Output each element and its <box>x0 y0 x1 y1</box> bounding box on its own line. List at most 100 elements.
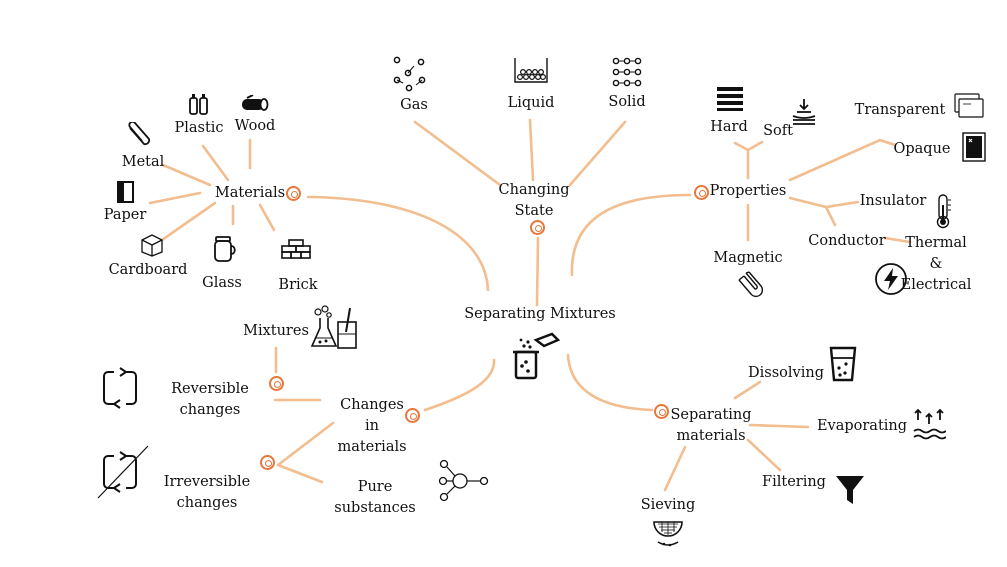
sieve-icon <box>653 521 683 547</box>
target-ring-state <box>530 220 545 235</box>
target-ring-irreversible <box>260 455 275 470</box>
label-opaque: Opaque <box>893 141 951 157</box>
label-magnetic: Magnetic <box>713 250 783 266</box>
magnet-icon <box>738 271 764 298</box>
label-insulator: Insulator <box>859 193 927 209</box>
connector-properties-center <box>570 193 692 277</box>
connector-sieving <box>663 445 687 492</box>
connector-conductor <box>824 205 837 227</box>
branch-label-changes-line3: materials <box>337 439 407 455</box>
connector-insulator <box>788 196 860 209</box>
connector-brick <box>258 203 276 232</box>
label-gas: Gas <box>400 97 428 113</box>
label-pure-line2: substances <box>334 500 416 516</box>
label-paper: Paper <box>103 207 147 223</box>
label-evaporating: Evaporating <box>816 418 908 434</box>
branch-label-changes-line2: in <box>365 418 379 434</box>
branch-label-state-line1: Changing <box>498 182 570 198</box>
branch-label-state-line2: State <box>514 203 554 219</box>
irreversible-arrows-icon <box>97 445 149 499</box>
label-dissolving: Dissolving <box>748 365 824 381</box>
branch-label-materials: Materials <box>214 185 286 201</box>
label-plastic: Plastic <box>174 120 224 136</box>
label-transparent: Transparent <box>854 102 946 118</box>
connector-evaporating <box>748 423 810 429</box>
soft-press-icon <box>792 99 816 125</box>
connector-metal <box>161 163 212 187</box>
connector-state-center <box>535 236 540 307</box>
connector-hard <box>733 141 750 180</box>
branch-label-properties: Properties <box>709 183 787 199</box>
label-liquid: Liquid <box>507 95 555 111</box>
label-reversible-line1: Reversible <box>171 381 249 397</box>
connector-liquid <box>528 118 535 182</box>
label-pure-line1: Pure <box>357 479 393 495</box>
connector-thermal <box>883 236 912 244</box>
funnel-icon <box>836 476 864 504</box>
log-icon <box>242 95 269 111</box>
label-thermal-line1: Thermal <box>905 235 967 251</box>
label-mixtures: Mixtures <box>243 323 309 339</box>
filter-beaker-icon <box>513 332 561 380</box>
connector-plastic <box>201 144 230 182</box>
connector-pure <box>276 463 324 484</box>
label-irreversible-line1: Irreversible <box>163 474 251 490</box>
connector-changes-center <box>423 358 496 412</box>
connector-solid <box>568 120 627 187</box>
label-conductor: Conductor <box>808 233 886 249</box>
label-reversible-line2: changes <box>179 402 241 418</box>
thermometer-icon <box>936 194 951 229</box>
connector-paper <box>148 191 202 205</box>
connector-materials-center <box>306 195 490 292</box>
connector-transparent <box>788 138 897 182</box>
label-cardboard: Cardboard <box>108 262 188 278</box>
molecule-icon <box>438 459 489 502</box>
target-ring-separating <box>654 404 669 419</box>
target-ring-properties <box>694 185 709 200</box>
target-ring-materials <box>286 186 301 201</box>
label-wood: Wood <box>234 118 276 134</box>
connector-irreversible <box>276 421 335 467</box>
chemistry-flasks-icon <box>310 305 357 349</box>
target-ring-mixtures <box>269 376 284 391</box>
box-icon <box>141 234 163 257</box>
opaque-pane-icon <box>962 132 986 162</box>
evaporating-water-icon <box>913 408 946 440</box>
plastic-bottles-icon <box>189 94 208 115</box>
label-solid: Solid <box>608 94 646 110</box>
liquid-particles-icon <box>514 58 548 83</box>
hard-layers-icon <box>717 87 743 111</box>
transparent-panes-icon <box>954 93 984 118</box>
connector-gas <box>413 120 502 187</box>
branch-label-separating-line1: Separating <box>670 407 752 423</box>
label-brick: Brick <box>278 277 318 293</box>
connector-separating-center <box>566 353 654 412</box>
label-thermal-line2: & <box>929 256 943 272</box>
label-irreversible-line2: changes <box>176 495 238 511</box>
paper-icon <box>117 181 134 203</box>
jar-icon <box>214 236 236 262</box>
glass-water-icon <box>829 346 857 382</box>
target-ring-changes <box>405 408 420 423</box>
label-glass: Glass <box>202 275 242 291</box>
center-label: Separating Mixtures <box>464 306 616 322</box>
solid-particles-icon <box>612 57 642 87</box>
label-soft: Soft <box>763 123 793 139</box>
lightning-icon <box>875 263 907 295</box>
label-sieving: Sieving <box>640 497 696 513</box>
connector-cardboard <box>160 201 217 242</box>
connector-filtering <box>746 438 782 472</box>
label-filtering: Filtering <box>762 474 826 490</box>
reversible-arrows-icon <box>103 367 137 409</box>
connector-dissolving <box>733 380 762 400</box>
paperclip-icon <box>128 122 151 146</box>
label-hard: Hard <box>710 119 748 135</box>
label-metal: Metal <box>121 154 165 170</box>
branch-label-separating-line2: materials <box>676 428 746 444</box>
brick-wall-icon <box>281 239 311 259</box>
label-thermal-line3: Electrical <box>900 277 972 293</box>
connector-soft <box>746 140 764 152</box>
gas-particles-icon <box>393 56 426 92</box>
